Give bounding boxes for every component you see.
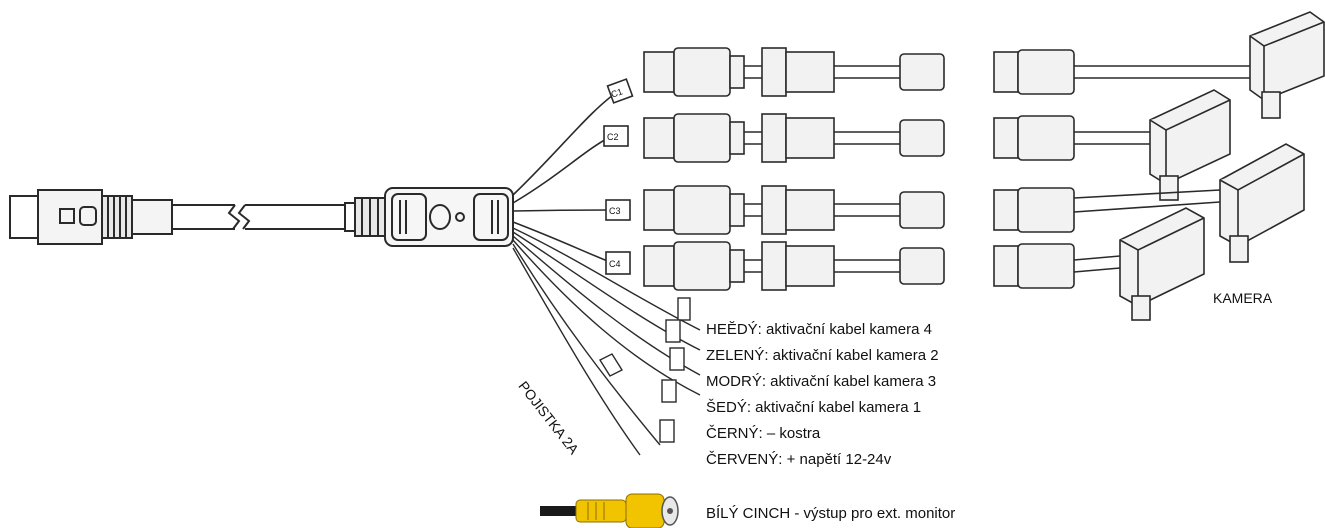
main-plug xyxy=(9,189,173,245)
wire-label-white-cinch: BÍLÝ CINCH - výstup pro ext. monitor xyxy=(706,505,956,522)
camera-chain-4 xyxy=(605,207,1205,321)
camera-chain-3 xyxy=(605,143,1305,263)
wire-label-black: ČERNÝ: – kostra xyxy=(706,425,821,442)
main-cable xyxy=(172,197,386,237)
wire-label-green: ZELENÝ: aktivační kabel kamera 2 xyxy=(706,347,939,364)
power-wires xyxy=(512,227,701,456)
wire-label-red: ČERVENÝ: + napětí 12-24v xyxy=(706,451,892,468)
wire-label-grey: ŠEDÝ: aktivační kabel kamera 1 xyxy=(706,399,922,416)
rca-cinch-connector xyxy=(540,493,679,528)
camera-chain-1 xyxy=(606,11,1325,119)
camera-chain-2 xyxy=(603,89,1231,201)
camera-wires xyxy=(512,89,621,263)
camera-tag-2: C2 xyxy=(607,132,619,142)
splitter-box xyxy=(384,187,514,247)
camera-tag-4: C4 xyxy=(609,259,621,269)
camera-label: KAMERA xyxy=(1213,290,1273,306)
wire-label-brown: HEĔDÝ: aktivační kabel kamera 4 xyxy=(706,321,932,338)
camera-tag-3: C3 xyxy=(609,206,621,216)
wire-label-blue: MODRÝ: aktivační kabel kamera 3 xyxy=(706,373,937,390)
